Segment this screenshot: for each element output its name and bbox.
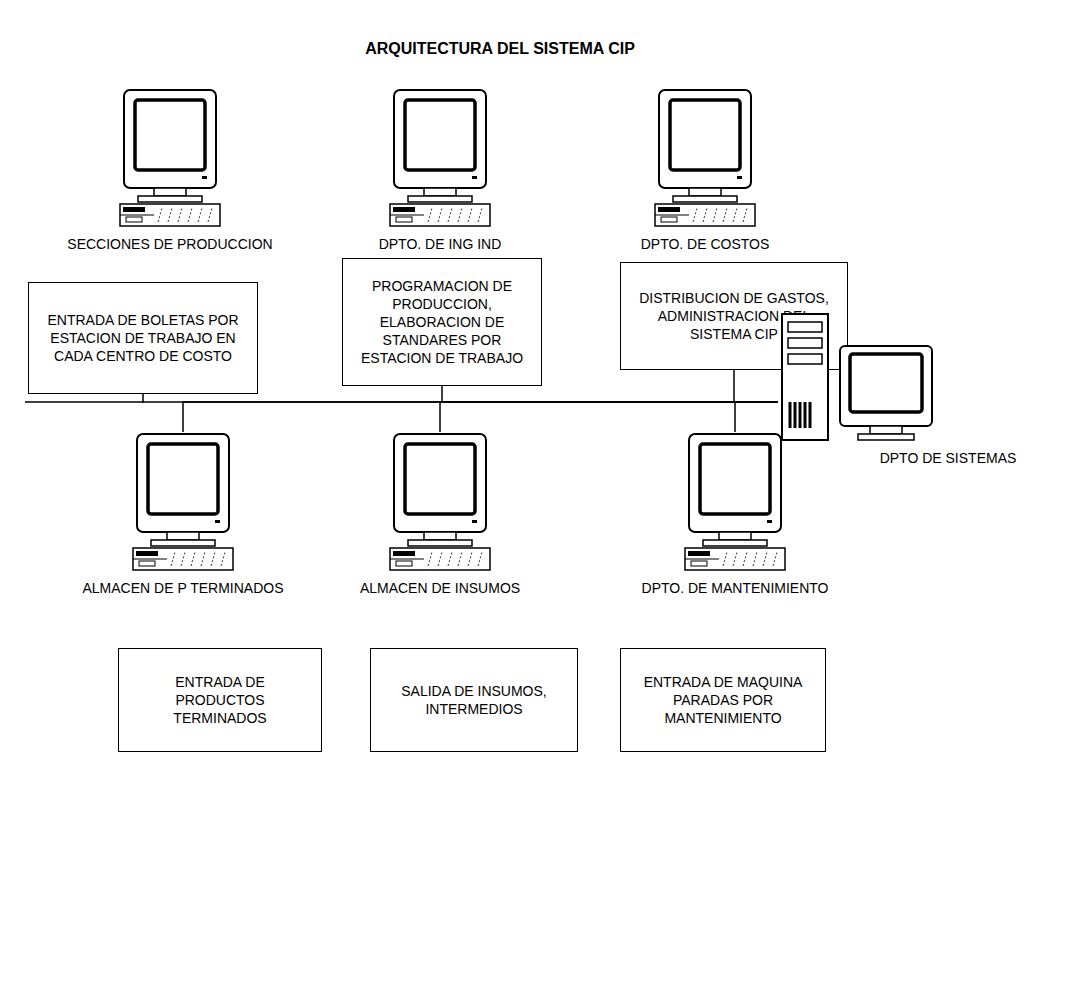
computer-icon (388, 432, 492, 574)
computer-station: ALMACEN DE INSUMOS (290, 432, 590, 596)
computer-icon (653, 88, 757, 230)
network-connector (442, 386, 778, 402)
computer-icon (118, 88, 222, 230)
function-text: ENTRADA DE MAQUINA PARADAS POR MANTENIMI… (631, 673, 815, 728)
computer-station: DPTO. DE COSTOS (555, 88, 855, 252)
function-box: PROGRAMACION DE PRODUCCION, ELABORACION … (342, 258, 542, 386)
network-connector (183, 402, 778, 432)
station-label: ALMACEN DE P TERMINADOS (33, 580, 333, 596)
computer-icon (683, 432, 787, 574)
network-connector (734, 370, 778, 402)
function-box: ENTRADA DE MAQUINA PARADAS POR MANTENIMI… (620, 648, 826, 752)
computer-icon (388, 88, 492, 230)
network-connector (440, 402, 778, 432)
station-label: DPTO. DE COSTOS (555, 236, 855, 252)
computer-station: DPTO. DE ING IND (290, 88, 590, 252)
function-text: PROGRAMACION DE PRODUCCION, ELABORACION … (353, 277, 531, 368)
network-bus (25, 401, 144, 403)
function-box: ENTRADA DE PRODUCTOS TERMINADOS (118, 648, 322, 752)
server-station: DPTO DE SISTEMAS (778, 312, 1078, 466)
server-icon (778, 312, 938, 444)
function-box: SALIDA DE INSUMOS, INTERMEDIOS (370, 648, 578, 752)
station-label: ALMACEN DE INSUMOS (290, 580, 590, 596)
station-label: DPTO. DE ING IND (290, 236, 590, 252)
station-label: DPTO DE SISTEMAS (778, 450, 1078, 466)
function-text: ENTRADA DE BOLETAS POR ESTACION DE TRABA… (39, 311, 247, 366)
network-connector (735, 402, 778, 432)
computer-station: ALMACEN DE P TERMINADOS (33, 432, 333, 596)
function-box: ENTRADA DE BOLETAS POR ESTACION DE TRABA… (28, 282, 258, 394)
computer-station: DPTO. DE MANTENIMIENTO (585, 432, 885, 596)
diagram-title: ARQUITECTURA DEL SISTEMA CIP (200, 40, 800, 58)
computer-station: SECCIONES DE PRODUCCION (20, 88, 320, 252)
station-label: DPTO. DE MANTENIMIENTO (585, 580, 885, 596)
function-text: SALIDA DE INSUMOS, INTERMEDIOS (381, 682, 567, 718)
network-connector (143, 394, 778, 402)
function-text: ENTRADA DE PRODUCTOS TERMINADOS (129, 673, 311, 728)
computer-icon (131, 432, 235, 574)
station-label: SECCIONES DE PRODUCCION (20, 236, 320, 252)
